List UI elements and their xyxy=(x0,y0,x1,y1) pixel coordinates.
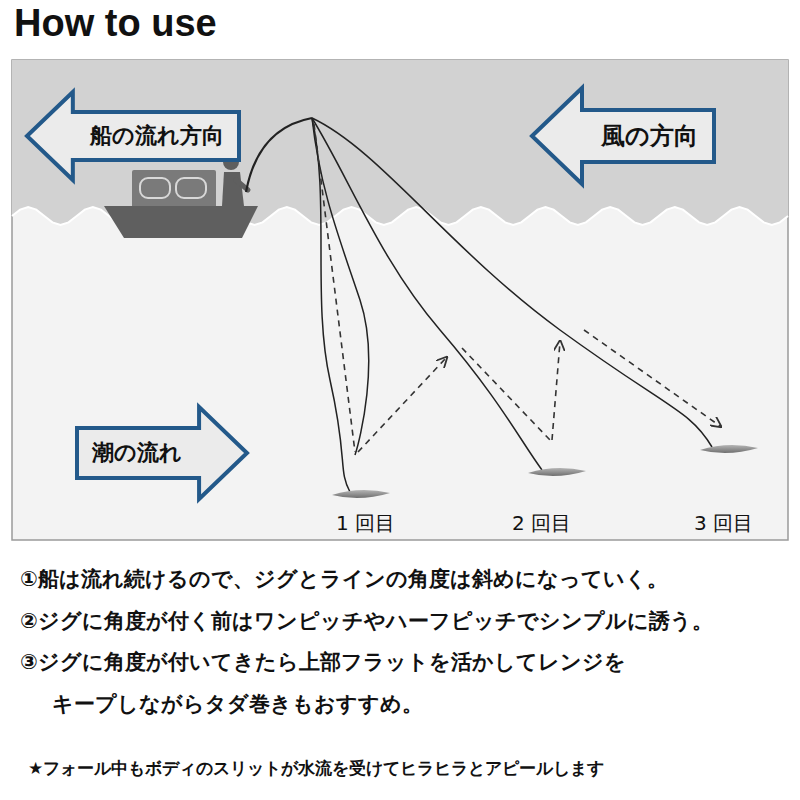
panel xyxy=(12,60,788,540)
rod xyxy=(246,118,312,192)
arrow-box: 船の流れ方向 xyxy=(25,90,241,182)
round-label: 1 回目 xyxy=(336,510,395,537)
jig-motion xyxy=(314,124,720,452)
round-label: 2 回目 xyxy=(512,510,571,537)
fishing-lines xyxy=(312,118,712,492)
title: How to use xyxy=(14,2,217,45)
arrow-text: 風の方向 xyxy=(601,120,698,152)
arrow-outline xyxy=(77,407,247,499)
sky xyxy=(12,60,788,225)
arrow-text: 船の流れ方向 xyxy=(90,121,224,151)
jigs xyxy=(332,445,758,498)
arrow-text: 潮の流れ xyxy=(92,438,182,468)
arrow-label: 潮の流れ xyxy=(75,405,199,501)
step-note: ②ジグに角度が付く前はワンピッチやハーフピッチでシンプルに誘う。 xyxy=(20,607,713,635)
step-note: ①船は流れ続けるので、ジグとラインの角度は斜めになっていく。 xyxy=(20,565,668,593)
step-note: ③ジグに角度が付いてきたら上部フラットを活かしてレンジを キープしながらタダ巻き… xyxy=(20,641,800,725)
arrow-outline xyxy=(532,88,714,184)
feature-note: ★フォール中もボディのスリットが水流を受けてヒラヒラとアピールします xyxy=(28,757,604,780)
arrow-box: 潮の流れ xyxy=(75,405,249,501)
arrow-box: 風の方向 xyxy=(530,86,716,186)
boat xyxy=(104,154,258,238)
arrow-label: 船の流れ方向 xyxy=(73,90,241,182)
arrow-label: 風の方向 xyxy=(582,86,716,186)
round-label: 3 回目 xyxy=(694,510,753,537)
arrow-outline xyxy=(27,92,239,180)
